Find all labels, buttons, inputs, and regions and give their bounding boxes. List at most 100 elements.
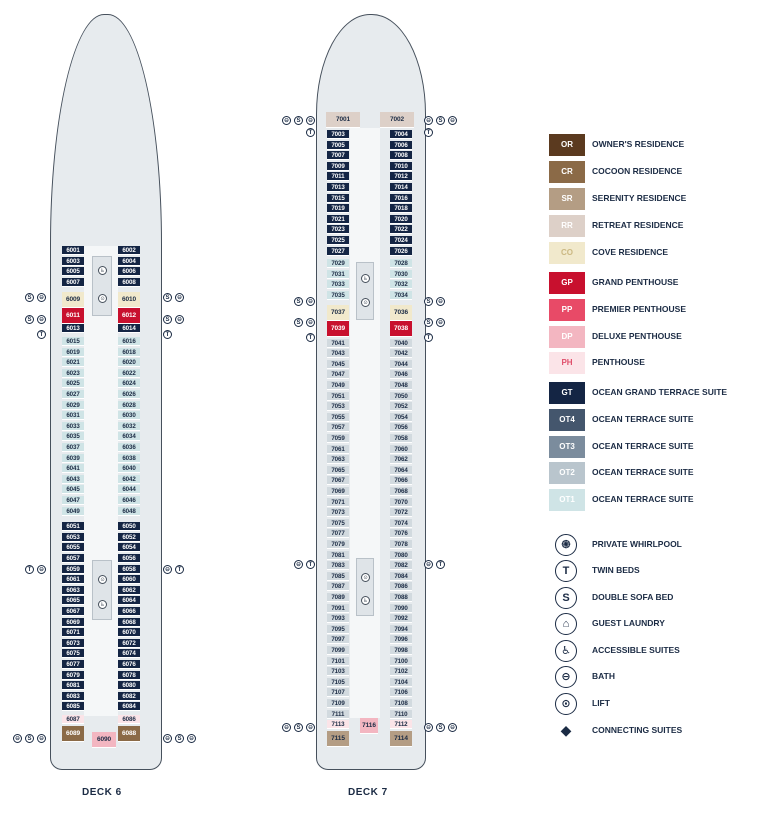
- cabin-7094[interactable]: 7094: [390, 624, 412, 634]
- cabin-6028[interactable]: 6028: [118, 400, 140, 410]
- cabin-7007[interactable]: 7007: [327, 151, 349, 161]
- cabin-7046[interactable]: 7046: [390, 370, 412, 380]
- cabin-6006[interactable]: 6006: [118, 267, 140, 277]
- cabin-7042[interactable]: 7042: [390, 349, 412, 359]
- cabin-7044[interactable]: 7044: [390, 359, 412, 369]
- cabin-6022[interactable]: 6022: [118, 368, 140, 378]
- cabin-7053[interactable]: 7053: [327, 402, 349, 412]
- cabin-7020[interactable]: 7020: [390, 214, 412, 224]
- cabin-6069[interactable]: 6069: [62, 617, 84, 627]
- cabin-7024[interactable]: 7024: [390, 236, 412, 245]
- cabin-7028[interactable]: 7028: [390, 259, 412, 269]
- cabin-7064[interactable]: 7064: [390, 465, 412, 475]
- cabin-6088[interactable]: 6088: [118, 725, 140, 742]
- cabin-6084[interactable]: 6084: [118, 702, 140, 712]
- cabin-6066[interactable]: 6066: [118, 607, 140, 616]
- cabin-7026[interactable]: 7026: [390, 246, 412, 256]
- cabin-7051[interactable]: 7051: [327, 391, 349, 401]
- cabin-6056[interactable]: 6056: [118, 554, 140, 563]
- cabin-7034[interactable]: 7034: [390, 291, 412, 300]
- cabin-7057[interactable]: 7057: [327, 423, 349, 433]
- cabin-6035[interactable]: 6035: [62, 432, 84, 442]
- cabin-6076[interactable]: 6076: [118, 660, 140, 669]
- cabin-7009[interactable]: 7009: [327, 161, 349, 171]
- cabin-6068[interactable]: 6068: [118, 617, 140, 627]
- cabin-7081[interactable]: 7081: [327, 550, 349, 560]
- cabin-7054[interactable]: 7054: [390, 412, 412, 422]
- cabin-6002[interactable]: 6002: [118, 246, 140, 255]
- cabin-6074[interactable]: 6074: [118, 649, 140, 659]
- cabin-7032[interactable]: 7032: [390, 280, 412, 290]
- cabin-6026[interactable]: 6026: [118, 390, 140, 399]
- cabin-7006[interactable]: 7006: [390, 140, 412, 150]
- cabin-7023[interactable]: 7023: [327, 225, 349, 235]
- cabin-7062[interactable]: 7062: [390, 455, 412, 465]
- cabin-6036[interactable]: 6036: [118, 443, 140, 452]
- cabin-7091[interactable]: 7091: [327, 603, 349, 613]
- cabin-7033[interactable]: 7033: [327, 280, 349, 290]
- cabin-6075[interactable]: 6075: [62, 649, 84, 659]
- cabin-6040[interactable]: 6040: [118, 464, 140, 474]
- cabin-7048[interactable]: 7048: [390, 381, 412, 390]
- cabin-6007[interactable]: 6007: [62, 277, 84, 287]
- cabin-6063[interactable]: 6063: [62, 585, 84, 595]
- cabin-7050[interactable]: 7050: [390, 391, 412, 401]
- cabin-6071[interactable]: 6071: [62, 628, 84, 638]
- cabin-6051[interactable]: 6051: [62, 522, 84, 532]
- cabin-6072[interactable]: 6072: [118, 638, 140, 648]
- cabin-6058[interactable]: 6058: [118, 564, 140, 574]
- cabin-7002[interactable]: 7002: [380, 112, 414, 128]
- cabin-7098[interactable]: 7098: [390, 646, 412, 655]
- cabin-7114[interactable]: 7114: [390, 730, 412, 747]
- cabin-7087[interactable]: 7087: [327, 582, 349, 592]
- cabin-6059[interactable]: 6059: [62, 564, 84, 574]
- cabin-6089[interactable]: 6089: [62, 725, 84, 742]
- cabin-6081[interactable]: 6081: [62, 681, 84, 691]
- cabin-6047[interactable]: 6047: [62, 496, 84, 505]
- cabin-6018[interactable]: 6018: [118, 347, 140, 357]
- cabin-7082[interactable]: 7082: [390, 561, 412, 571]
- cabin-6024[interactable]: 6024: [118, 379, 140, 389]
- cabin-6060[interactable]: 6060: [118, 575, 140, 585]
- cabin-6038[interactable]: 6038: [118, 453, 140, 463]
- cabin-7071[interactable]: 7071: [327, 497, 349, 507]
- cabin-7005[interactable]: 7005: [327, 140, 349, 150]
- cabin-6048[interactable]: 6048: [118, 506, 140, 516]
- cabin-7069[interactable]: 7069: [327, 487, 349, 496]
- cabin-7037[interactable]: 7037: [327, 304, 349, 321]
- cabin-6065[interactable]: 6065: [62, 596, 84, 606]
- cabin-7031[interactable]: 7031: [327, 269, 349, 279]
- cabin-6061[interactable]: 6061: [62, 575, 84, 585]
- cabin-6033[interactable]: 6033: [62, 421, 84, 431]
- cabin-6004[interactable]: 6004: [118, 256, 140, 266]
- cabin-6011[interactable]: 6011: [62, 308, 84, 325]
- cabin-6050[interactable]: 6050: [118, 522, 140, 532]
- cabin-6027[interactable]: 6027: [62, 390, 84, 399]
- cabin-7041[interactable]: 7041: [327, 338, 349, 348]
- cabin-7084[interactable]: 7084: [390, 571, 412, 581]
- cabin-7030[interactable]: 7030: [390, 269, 412, 279]
- cabin-6085[interactable]: 6085: [62, 702, 84, 712]
- cabin-7001[interactable]: 7001: [326, 112, 360, 128]
- cabin-7025[interactable]: 7025: [327, 236, 349, 245]
- cabin-6001[interactable]: 6001: [62, 246, 84, 255]
- cabin-6067[interactable]: 6067: [62, 607, 84, 616]
- cabin-7075[interactable]: 7075: [327, 518, 349, 528]
- cabin-6080[interactable]: 6080: [118, 681, 140, 691]
- cabin-7092[interactable]: 7092: [390, 614, 412, 624]
- cabin-7104[interactable]: 7104: [390, 677, 412, 687]
- cabin-7068[interactable]: 7068: [390, 487, 412, 496]
- cabin-6090[interactable]: 6090: [92, 732, 116, 748]
- cabin-6021[interactable]: 6021: [62, 358, 84, 368]
- cabin-7058[interactable]: 7058: [390, 434, 412, 443]
- cabin-6049[interactable]: 6049: [62, 506, 84, 516]
- cabin-6077[interactable]: 6077: [62, 660, 84, 669]
- cabin-7101[interactable]: 7101: [327, 656, 349, 666]
- cabin-7029[interactable]: 7029: [327, 259, 349, 269]
- cabin-6039[interactable]: 6039: [62, 453, 84, 463]
- cabin-7112[interactable]: 7112: [390, 720, 412, 730]
- cabin-6042[interactable]: 6042: [118, 474, 140, 484]
- cabin-7011[interactable]: 7011: [327, 172, 349, 182]
- cabin-7040[interactable]: 7040: [390, 338, 412, 348]
- cabin-7004[interactable]: 7004: [390, 130, 412, 139]
